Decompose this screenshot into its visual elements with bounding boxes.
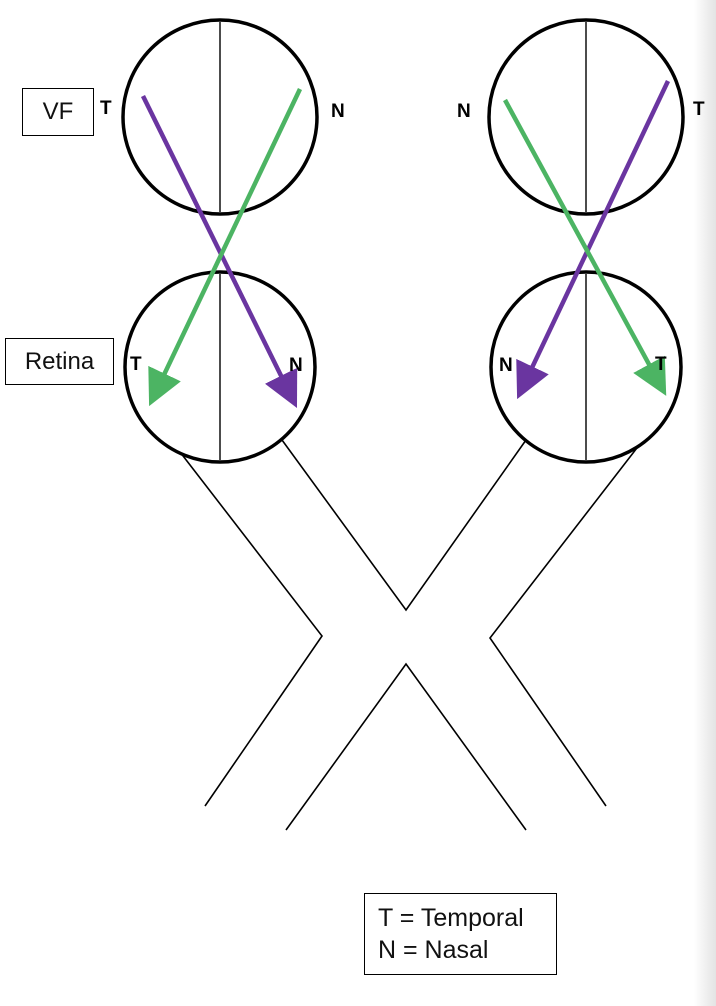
left-nerve-inner <box>281 439 527 612</box>
retina-label-text: Retina <box>24 347 95 375</box>
chiasm-lower-inner <box>285 662 527 831</box>
retina-label: Retina <box>5 338 114 385</box>
right-purple-arrow <box>516 80 671 400</box>
right-retina-temporal-letter: T <box>655 354 667 375</box>
left-retina-nasal-letter: N <box>289 355 303 376</box>
right-vf-temporal-letter: T <box>693 99 705 120</box>
page-edge-shadow <box>694 0 716 1006</box>
right-nerve-outer <box>489 443 641 807</box>
right-visual-field <box>487 18 685 216</box>
left-purple-arrow <box>140 95 298 409</box>
left-vf-temporal-letter: T <box>100 98 112 119</box>
left-retina-temporal-letter: T <box>130 354 142 375</box>
right-retina-nasal-letter: N <box>499 355 513 376</box>
right-retina <box>489 270 683 464</box>
legend-nasal: N = Nasal <box>378 936 489 964</box>
left-visual-field <box>121 18 319 216</box>
right-green-arrow <box>503 98 667 396</box>
right-vf-nasal-letter: N <box>457 101 471 122</box>
left-retina <box>123 270 317 464</box>
left-vf-nasal-letter: N <box>331 101 345 122</box>
legend-temporal: T = Temporal <box>378 904 524 932</box>
left-nerve-outer <box>179 451 323 807</box>
optic-chiasm <box>179 439 641 831</box>
vf-label: VF <box>22 88 94 136</box>
left-green-arrow <box>148 88 303 407</box>
vf-label-text: VF <box>42 98 74 125</box>
legend: T = Temporal N = Nasal <box>364 893 557 975</box>
